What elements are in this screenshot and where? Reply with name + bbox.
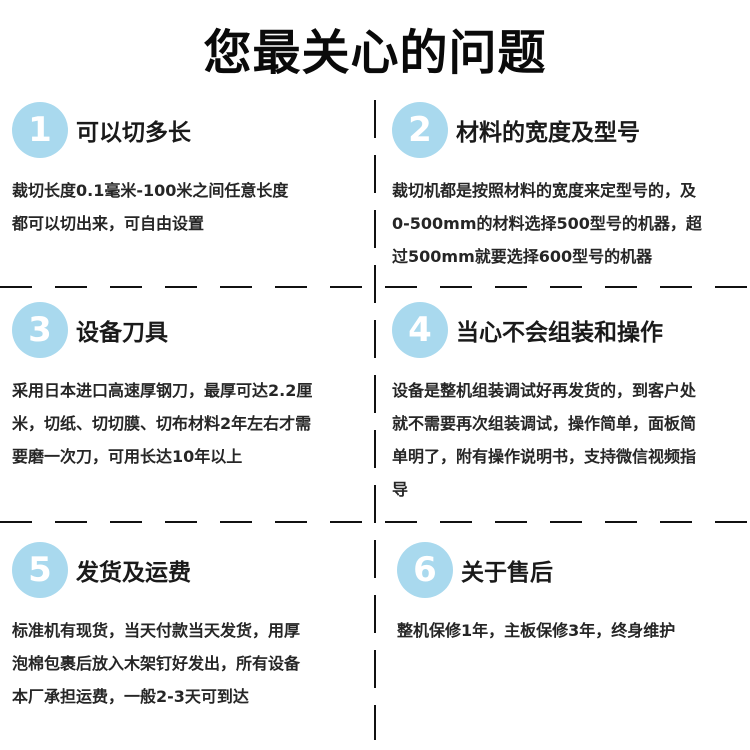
answer-line: 整机保修1年，主板保修3年，终身维护 [397, 621, 676, 640]
answer-line: 单明了，附有操作说明书，支持微信视频指 [392, 447, 697, 466]
vertical-divider [374, 100, 376, 740]
answer-line: 都可以切出来，可自由设置 [12, 214, 205, 233]
number-badge-icon: 6 [397, 542, 453, 598]
faq-item-3: 3 设备刀具 采用日本进口高速厚钢刀，最厚可达2.2厘 米，切纸、切切膜、切布材… [12, 300, 362, 473]
faq-heading: 关于售后 [461, 560, 553, 586]
answer-line: 过500mm就要选择600型号的机器 [392, 247, 653, 266]
answer-line: 采用日本进口高速厚钢刀，最厚可达2.2厘 [12, 381, 313, 400]
answer-line: 裁切机都是按照材料的宽度来定型号的，及 [392, 181, 697, 200]
faq-heading: 当心不会组装和操作 [456, 320, 663, 346]
faq-header: 3 设备刀具 [12, 300, 362, 360]
faq-header: 4 当心不会组装和操作 [392, 300, 742, 360]
faq-item-2: 2 材料的宽度及型号 裁切机都是按照材料的宽度来定型号的，及 0-500mm的材… [392, 100, 742, 273]
faq-answer: 裁切长度0.1毫米-100米之间任意长度 都可以切出来，可自由设置 [12, 174, 362, 240]
answer-line: 标准机有现货，当天付款当天发货，用厚 [12, 621, 301, 640]
faq-answer: 裁切机都是按照材料的宽度来定型号的，及 0-500mm的材料选择500型号的机器… [392, 174, 742, 273]
answer-line: 就不需要再次组装调试，操作简单，面板简 [392, 414, 697, 433]
number-badge-icon: 5 [12, 542, 68, 598]
horizontal-divider-1 [0, 286, 750, 288]
faq-answer: 标准机有现货，当天付款当天发货，用厚 泡棉包裹后放入木架钉好发出，所有设备 本厂… [12, 614, 362, 713]
answer-line: 导 [392, 480, 409, 499]
page-title: 您最关心的问题 [203, 25, 547, 81]
faq-header: 6 关于售后 [397, 540, 747, 600]
faq-answer: 设备是整机组装调试好再发货的，到客户处 就不需要再次组装调试，操作简单，面板简 … [392, 374, 742, 506]
faq-header: 1 可以切多长 [12, 100, 362, 160]
answer-line: 设备是整机组装调试好再发货的，到客户处 [392, 381, 697, 400]
faq-answer: 采用日本进口高速厚钢刀，最厚可达2.2厘 米，切纸、切切膜、切布材料2年左右才需… [12, 374, 362, 473]
faq-answer: 整机保修1年，主板保修3年，终身维护 [397, 614, 747, 647]
answer-line: 米，切纸、切切膜、切布材料2年左右才需 [12, 414, 312, 433]
faq-item-4: 4 当心不会组装和操作 设备是整机组装调试好再发货的，到客户处 就不需要再次组装… [392, 300, 742, 506]
horizontal-divider-2 [0, 521, 750, 523]
faq-heading: 发货及运费 [76, 560, 191, 586]
answer-line: 泡棉包裹后放入木架钉好发出，所有设备 [12, 654, 301, 673]
faq-heading: 设备刀具 [76, 320, 168, 346]
answer-line: 要磨一次刀，可用长达10年以上 [12, 447, 243, 466]
faq-header: 2 材料的宽度及型号 [392, 100, 742, 160]
faq-item-5: 5 发货及运费 标准机有现货，当天付款当天发货，用厚 泡棉包裹后放入木架钉好发出… [12, 540, 362, 713]
number-badge-icon: 2 [392, 102, 448, 158]
faq-header: 5 发货及运费 [12, 540, 362, 600]
answer-line: 0-500mm的材料选择500型号的机器，超 [392, 214, 702, 233]
faq-item-6: 6 关于售后 整机保修1年，主板保修3年，终身维护 [397, 540, 747, 647]
answer-line: 本厂承担运费，一般2-3天可到达 [12, 687, 249, 706]
faq-heading: 可以切多长 [76, 120, 191, 146]
faq-heading: 材料的宽度及型号 [456, 120, 640, 146]
answer-line: 裁切长度0.1毫米-100米之间任意长度 [12, 181, 289, 200]
number-badge-icon: 4 [392, 302, 448, 358]
number-badge-icon: 1 [12, 102, 68, 158]
faq-item-1: 1 可以切多长 裁切长度0.1毫米-100米之间任意长度 都可以切出来，可自由设… [12, 100, 362, 240]
number-badge-icon: 3 [12, 302, 68, 358]
